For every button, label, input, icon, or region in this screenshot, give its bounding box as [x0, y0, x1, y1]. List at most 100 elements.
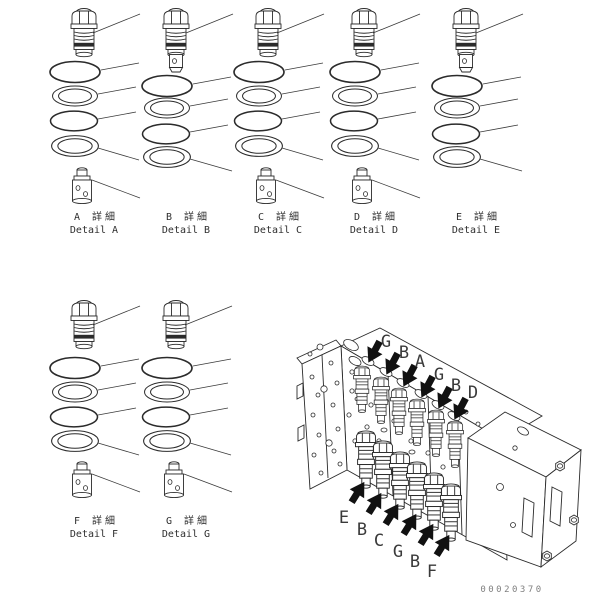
o-ring-illustration — [329, 60, 381, 84]
o-ring-illustration — [49, 110, 99, 132]
detail-c-label-jp: C 詳細 — [258, 210, 302, 223]
valve-block-assembly: G B A G B D E B C G B F — [296, 327, 582, 582]
leader-line — [97, 86, 137, 95]
leader-line — [189, 158, 233, 172]
pilot-valve-illustration — [164, 461, 184, 499]
o-ring-illustration — [49, 60, 101, 84]
backup-ring-illustration — [51, 430, 99, 452]
leader-line — [192, 358, 232, 367]
leader-line — [97, 147, 140, 161]
o-ring-illustration — [141, 74, 193, 98]
leader-line — [100, 358, 140, 367]
detail-d-label-jp: D 詳細 — [354, 210, 398, 223]
backup-ring-illustration — [143, 146, 191, 168]
o-ring-illustration — [141, 406, 191, 428]
leader-line — [189, 407, 229, 416]
leader-line — [371, 179, 421, 199]
arrow-label: D — [468, 383, 478, 403]
arrow-label: G — [381, 332, 391, 352]
backup-ring-illustration — [433, 146, 481, 168]
leader-line — [97, 382, 137, 391]
leader-line — [100, 62, 140, 71]
top-arrow-labels: G B A G B D — [381, 332, 478, 403]
part-number: 00020370 — [480, 585, 543, 595]
leader-line — [284, 62, 324, 71]
leader-line — [377, 111, 417, 120]
leader-line — [189, 98, 229, 107]
leader-line — [377, 86, 417, 95]
leader-line — [276, 13, 325, 34]
pilot-valve-illustration — [72, 167, 92, 205]
right-block-details — [496, 426, 579, 562]
arrow-label: B — [399, 343, 409, 363]
backup-ring-illustration — [143, 430, 191, 452]
arrow-label: B — [451, 376, 461, 396]
o-ring-illustration — [49, 356, 101, 380]
detail-d-label-en: Detail D — [350, 225, 398, 236]
backup-ring-illustration — [236, 85, 282, 107]
leader-line — [479, 124, 519, 133]
backup-ring-illustration — [51, 135, 99, 157]
o-ring-illustration — [141, 356, 193, 380]
detail-g-label-en: Detail G — [162, 529, 210, 540]
pilot-valve-illustration — [256, 167, 276, 205]
leader-line — [184, 305, 233, 326]
backup-ring-illustration — [144, 97, 190, 119]
mounting-lug — [296, 382, 304, 400]
leader-line — [183, 473, 233, 493]
backup-ring-illustration — [235, 135, 283, 157]
leader-line — [97, 442, 140, 456]
leader-line — [475, 13, 524, 34]
arrow-label: G — [393, 542, 403, 562]
backup-ring-illustration — [144, 381, 190, 403]
leader-line — [192, 76, 232, 85]
detail-e-section: E 詳細 Detail E — [431, 9, 524, 236]
detail-a-label-jp: A 詳細 — [74, 210, 118, 223]
arrow-label: B — [357, 520, 367, 540]
detail-f-label-en: Detail F — [70, 529, 118, 540]
leader-line — [380, 62, 420, 71]
relief-plug-illustration — [453, 9, 479, 73]
leader-line — [281, 147, 324, 161]
backup-ring-illustration — [434, 97, 480, 119]
leader-line — [189, 124, 229, 133]
o-ring-illustration — [431, 123, 481, 145]
detail-g-section: G 詳細 Detail G — [141, 300, 233, 540]
detail-b-label-jp: B 詳細 — [166, 210, 210, 223]
detail-b-label-en: Detail B — [162, 225, 210, 236]
pilot-valve-illustration — [72, 461, 92, 499]
leader-line — [185, 13, 234, 34]
leader-line — [372, 13, 421, 34]
leader-line — [97, 111, 137, 120]
arrow-label: E — [339, 508, 349, 528]
mounting-lug — [297, 424, 305, 442]
leader-line — [91, 473, 141, 493]
detail-f-label-jp: F 詳細 — [74, 514, 118, 527]
end-plate-bolt-holes — [309, 360, 343, 476]
leader-line — [281, 111, 321, 120]
backup-ring-illustration — [331, 135, 379, 157]
detail-b-section: B 詳細 Detail B — [141, 9, 234, 236]
arrow-label: B — [410, 552, 420, 572]
detail-a-section: A 詳細 Detail A — [49, 8, 141, 236]
relief-plug-illustration — [163, 9, 189, 73]
detail-e-label-en: Detail E — [452, 225, 500, 236]
o-ring-illustration — [329, 110, 379, 132]
pilot-valve-illustration — [352, 167, 372, 205]
leader-line — [377, 147, 420, 161]
backup-ring-illustration — [52, 85, 98, 107]
detail-d-section: D 詳細 Detail D — [329, 8, 421, 236]
leader-line — [479, 158, 523, 172]
detail-c-section: C 詳細 Detail C — [233, 8, 325, 236]
o-ring-illustration — [141, 123, 191, 145]
leader-line — [189, 382, 229, 391]
backup-ring-illustration — [52, 381, 98, 403]
arrow-label: G — [434, 365, 444, 385]
leader-line — [275, 179, 325, 199]
leader-line — [92, 305, 141, 326]
o-ring-illustration — [233, 110, 283, 132]
o-ring-illustration — [49, 406, 99, 428]
detail-e-label-jp: E 詳細 — [456, 210, 500, 223]
arrow-label: F — [427, 562, 437, 582]
